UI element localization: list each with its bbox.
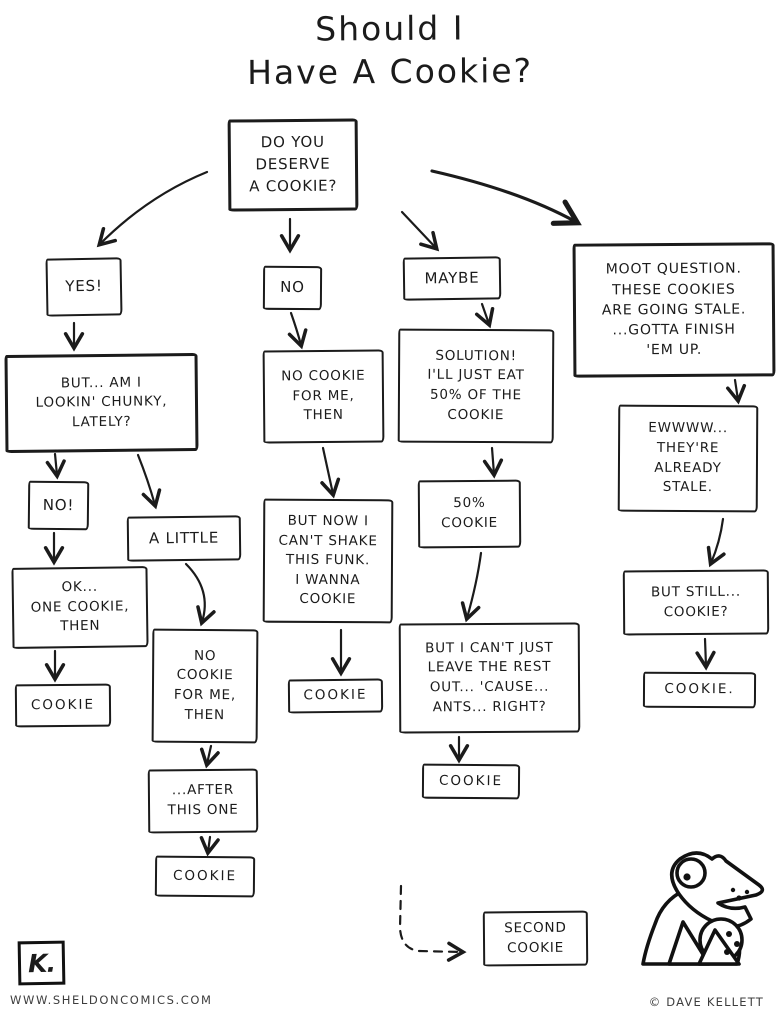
node-cant-shake-funk: BUT NOW I CAN'T SHAKE THIS FUNK. I WANNA… <box>262 498 394 624</box>
node-ewww-stale: EWWWW... THEY'RE ALREADY STALE. <box>617 404 759 513</box>
comic-title: Should I Have A Cookie? <box>190 7 591 94</box>
node-solution-50-percent: SOLUTION! I'LL JUST EAT 50% OF THE COOKI… <box>397 328 555 444</box>
title-line-2: Have A Cookie? <box>247 51 534 93</box>
title-line-1: Should I <box>315 8 465 49</box>
node-no-cookie-for-me: NO COOKIE FOR ME, THEN <box>262 349 385 444</box>
node-but-still-cookie: BUT STILL... COOKIE? <box>622 569 770 636</box>
node-half-cookie: 50% COOKIE <box>417 479 522 549</box>
node-cookie-maybe-branch: COOKIE <box>421 763 521 800</box>
arrow-moot-to-ewww <box>726 378 747 405</box>
arrow-root-to-moot <box>430 169 582 226</box>
node-root-question: DO YOU DESERVE A COOKIE? <box>227 118 359 212</box>
duck-pupil <box>683 873 691 881</box>
node-after-this-one: ...AFTER THIS ONE <box>147 768 259 834</box>
arrow-a-little-to-no-cookie <box>184 562 216 627</box>
node-maybe: MAYBE <box>402 256 502 301</box>
node-cookie-no-branch: COOKIE <box>287 678 384 714</box>
duck-foot <box>697 928 741 966</box>
kellett-logo-letter: K. <box>27 948 56 978</box>
arrow-dashed-to-second-cookie <box>398 884 467 962</box>
node-cookie-a-little-branch: COOKIE <box>154 855 256 898</box>
arrow-after-to-cookie <box>199 835 220 857</box>
site-url: WWW.SHELDONCOMICS.COM <box>10 993 213 1007</box>
arrow-root-to-yes <box>96 170 209 248</box>
copyright: © DAVE KELLETT <box>648 995 764 1009</box>
arrow-no-cookie-to-funk <box>320 446 341 499</box>
cookie-chips <box>724 887 750 955</box>
arrow-maybe-to-solution <box>474 302 495 329</box>
arrow-solution-to-half <box>482 446 504 479</box>
arrow-but-still-to-cookie <box>695 637 716 671</box>
node-cookie-moot-branch: COOKIE. <box>642 671 757 709</box>
node-a-little: A LITTLE <box>126 515 242 562</box>
arrow-chunky-to-no <box>45 452 66 480</box>
arrow-chunky-to-a-little <box>136 453 162 510</box>
node-lookin-chunky: BUT... AM I LOOKIN' CHUNKY, LATELY? <box>4 352 199 454</box>
arrow-no-to-no-cookie <box>287 311 308 350</box>
kellett-logo: K. <box>17 940 66 986</box>
arrow-root-to-maybe <box>400 210 440 252</box>
duck-mascot-drawing <box>641 851 765 966</box>
duck-eye <box>675 857 707 889</box>
node-moot-question: MOOT QUESTION. THESE COOKIES ARE GOING S… <box>572 242 776 378</box>
duck-wing <box>667 920 711 966</box>
arrow-ewww-to-but-still <box>706 517 726 568</box>
node-no-chunky: NO! <box>27 480 90 531</box>
arrow-no-cookie-to-after <box>199 744 220 769</box>
node-no: NO <box>262 265 323 311</box>
node-cookie-yes-branch: COOKIE <box>14 683 112 728</box>
node-ants-right: BUT I CAN'T JUST LEAVE THE REST OUT... '… <box>398 622 581 734</box>
node-yes: YES! <box>45 257 123 317</box>
node-second-cookie: SECOND COOKIE <box>482 910 589 967</box>
arrow-half-to-ants <box>460 551 483 623</box>
node-ok-one-cookie: OK... ONE COOKIE, THEN <box>11 566 149 649</box>
node-no-cookie-a-little: NO COOKIE FOR ME, THEN <box>151 628 259 744</box>
